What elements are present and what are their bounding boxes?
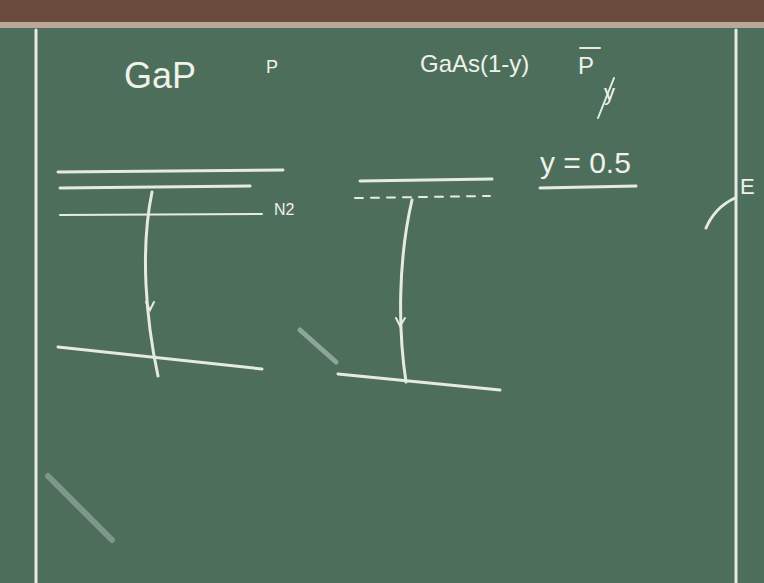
impurity-level <box>60 186 250 188</box>
arrow-mark <box>580 47 600 49</box>
board-border <box>35 30 38 583</box>
underline <box>540 186 636 188</box>
chalk-label: GaP <box>124 58 196 94</box>
conduction-band <box>58 170 283 172</box>
valence-band <box>338 374 500 390</box>
impurity-level <box>60 214 262 215</box>
arrow-head <box>146 302 154 310</box>
chalk-label: P <box>578 54 594 78</box>
valence-band <box>58 347 262 369</box>
frame-edge <box>0 22 764 28</box>
chalk-mark <box>706 198 735 228</box>
smudge <box>48 476 112 540</box>
chalk-label: N2 <box>274 202 294 218</box>
board-frame <box>0 0 764 22</box>
slash-mark <box>598 78 614 118</box>
chalk-label: GaAs(1-y) <box>420 52 529 76</box>
chalk-label: y = 0.5 <box>540 148 631 178</box>
transition-arrow <box>145 192 158 376</box>
arrow-head <box>396 318 405 326</box>
impurity-level <box>355 196 490 198</box>
chalk-label: E <box>740 176 755 198</box>
conduction-band <box>360 179 492 181</box>
transition-arrow <box>401 200 412 382</box>
chalk-label: y <box>604 82 615 104</box>
smudge <box>300 330 336 362</box>
board-border <box>735 30 738 583</box>
chalk-label: P <box>266 58 278 76</box>
